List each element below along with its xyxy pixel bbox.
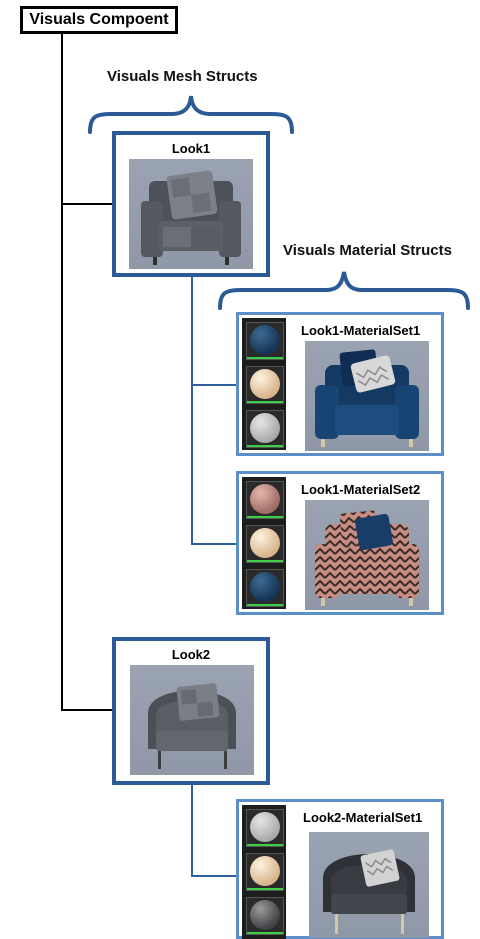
look2-materialset1-connector (191, 875, 237, 877)
armchair-pattern-image (315, 510, 419, 606)
mesh-structs-header: Visuals Mesh Structs (107, 68, 258, 85)
look2-materialset1-title: Look2-MaterialSet1 (303, 810, 423, 825)
look1-materialset2-connector (191, 543, 237, 545)
look1-materialset1-title: Look1-MaterialSet1 (301, 323, 421, 338)
look1-materialset1-card[interactable]: Look1-MaterialSet1 (236, 312, 444, 456)
navy-fabric-swatch[interactable] (246, 569, 284, 607)
armchair-grey-image (141, 170, 241, 265)
mesh-structs-bracket (88, 95, 294, 134)
tub-chair-grey-image (148, 683, 236, 769)
look2-branch-connector (61, 709, 113, 711)
look1-title: Look1 (171, 141, 211, 156)
swatch-strip (242, 477, 286, 609)
look1-materials-trunk (191, 276, 193, 544)
look2-title: Look2 (171, 647, 211, 662)
grey-fabric-swatch[interactable] (246, 410, 284, 448)
material-structs-header: Visuals Material Structs (283, 242, 452, 259)
look2-materialset1-card[interactable]: Look2-MaterialSet1 (236, 799, 444, 939)
swatch-strip (242, 318, 286, 450)
look1-branch-connector (61, 203, 113, 205)
look1-thumbnail (129, 159, 253, 269)
visuals-component-label: Visuals Compoent (29, 11, 169, 28)
look1-materialset1-thumbnail (305, 341, 429, 451)
dark-grey-fabric-swatch[interactable] (246, 897, 284, 935)
trunk-connector (61, 34, 63, 710)
navy-fabric-swatch[interactable] (246, 322, 284, 360)
look2-materialset1-thumbnail (309, 832, 429, 938)
material-structs-bracket (218, 271, 470, 310)
look2-materials-trunk (191, 784, 193, 876)
look1-materialset2-thumbnail (305, 500, 429, 610)
swatch-strip (242, 805, 286, 939)
look2-thumbnail (130, 665, 254, 775)
cream-leather-swatch[interactable] (246, 853, 284, 891)
grey-fabric-swatch[interactable] (246, 809, 284, 847)
look2-mesh-card[interactable]: Look2 (112, 637, 270, 785)
cream-leather-swatch[interactable] (246, 366, 284, 404)
look1-materialset1-connector (191, 384, 237, 386)
look1-materialset2-title: Look1-MaterialSet2 (301, 482, 421, 497)
armchair-navy-image (315, 349, 419, 447)
look1-mesh-card[interactable]: Look1 (112, 131, 270, 277)
visuals-component-node: Visuals Compoent (20, 6, 178, 34)
cream-leather-swatch[interactable] (246, 525, 284, 563)
tub-chair-dark-image (323, 849, 415, 934)
pink-pattern-swatch[interactable] (246, 481, 284, 519)
look1-materialset2-card[interactable]: Look1-MaterialSet2 (236, 471, 444, 615)
